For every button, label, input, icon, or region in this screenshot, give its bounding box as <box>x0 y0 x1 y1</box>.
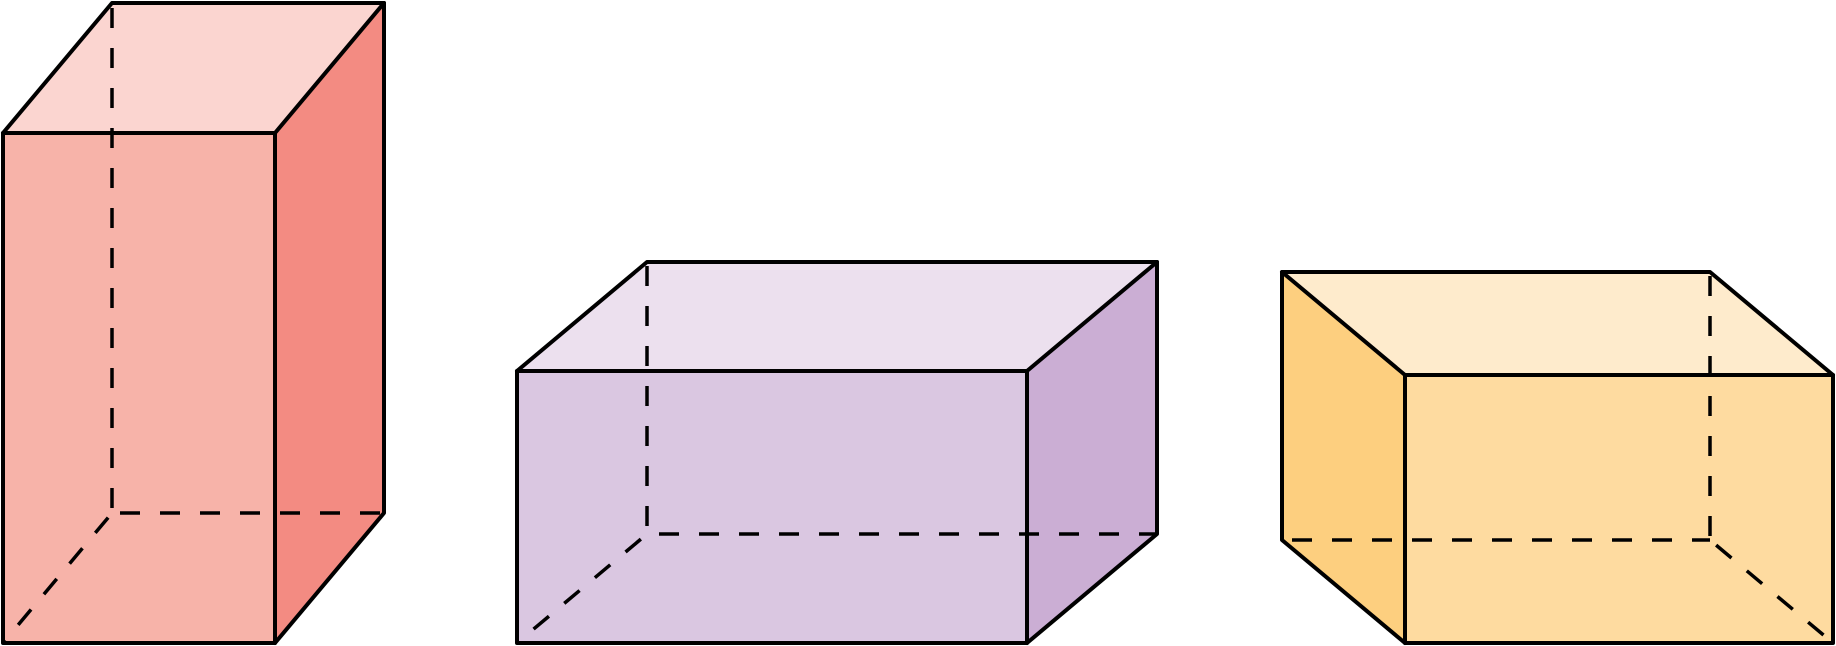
prism-side-face <box>1027 262 1157 643</box>
visible-edges <box>1280 270 1835 645</box>
prism-front-face <box>1405 375 1833 643</box>
prism-top-face <box>3 3 384 133</box>
hidden-edges <box>515 266 1157 645</box>
prism-front-face <box>3 133 275 643</box>
prism-front-face <box>517 371 1027 643</box>
visible-edges <box>515 260 1159 645</box>
wide-yellow-prism <box>1280 270 1835 645</box>
hidden-edges <box>1282 276 1835 645</box>
prism-top-face <box>1282 272 1833 375</box>
hidden-edges <box>1 8 384 645</box>
visible-edges <box>1 1 386 645</box>
tall-red-prism <box>1 1 386 645</box>
wide-purple-prism <box>515 260 1159 645</box>
prism-side-face <box>275 3 384 643</box>
prism-top-face <box>517 262 1157 371</box>
prism-side-face <box>1282 272 1405 643</box>
